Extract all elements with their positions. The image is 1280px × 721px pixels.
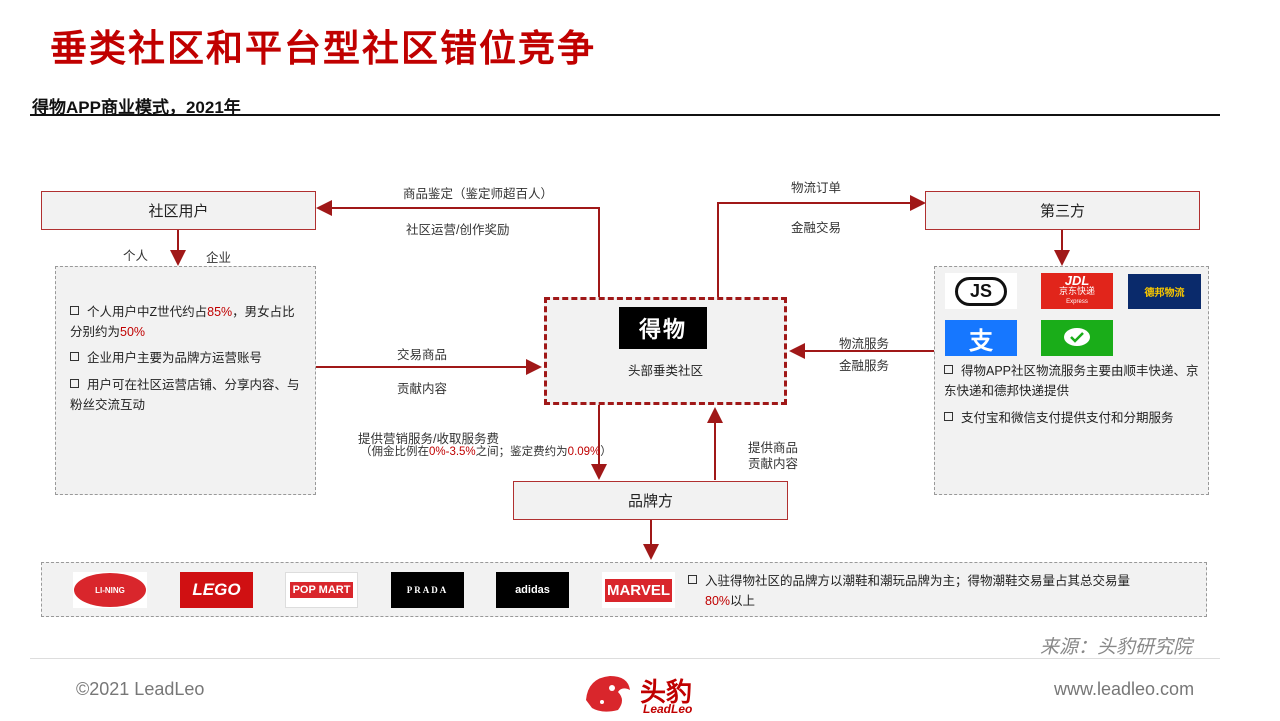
label-logistics-service: 物流服务 <box>839 337 890 351</box>
node-brand: 品牌方 <box>513 481 788 520</box>
footer-logo-subtext: LeadLeo <box>643 702 693 716</box>
label-provide-goods: 提供商品 <box>748 441 799 455</box>
user-bullet-3: 用户可在社区运营店铺、分享内容、与粉丝交流互动 <box>70 378 300 412</box>
label-marketing-service: 提供营销服务/收取服务费 <box>358 432 499 446</box>
leadleo-leopard-icon <box>582 670 634 716</box>
third-party-bullet-1: 得物APP社区物流服务主要由顺丰快递、京东快递和德邦快递提供 <box>944 364 1199 398</box>
user-bullet-2: 企业用户主要为品牌方运营账号 <box>70 348 305 368</box>
label-trade-goods: 交易商品 <box>397 348 448 362</box>
label-commission: （佣金比例在0%-3.5%之间；鉴定费约为0.09%） <box>360 446 612 458</box>
footer-logo-text: 头豹 <box>640 677 693 707</box>
copyright: ©2021 LeadLeo <box>76 679 205 699</box>
page-subtitle: 得物APP商业模式，2021年 <box>32 98 241 117</box>
source-note: 来源：头豹研究院 <box>1040 637 1193 658</box>
js-express-logo: JS <box>945 273 1017 309</box>
dewu-logo: 得物 <box>619 307 707 349</box>
node-center-platform <box>544 297 787 405</box>
third-party-bullet-2: 支付宝和微信支付提供支付和分期服务 <box>944 408 1206 428</box>
label-enterprise: 企业 <box>206 251 232 265</box>
page-title: 垂类社区和平台型社区错位竞争 <box>50 28 596 69</box>
user-bullet-1: 个人用户中Z世代约占85%，男女占比分别约为50% <box>70 305 295 339</box>
arrow-center-to-third-party <box>717 195 926 297</box>
wechat-pay-icon <box>1064 328 1090 346</box>
label-brand-contribute: 贡献内容 <box>748 457 799 471</box>
center-label: 头部垂类社区 <box>627 364 703 378</box>
label-contribute-content: 贡献内容 <box>397 382 448 396</box>
deppon-logo: 德邦物流 <box>1128 274 1201 309</box>
node-community-users: 社区用户 <box>41 191 316 230</box>
alipay-logo: 支 <box>945 320 1017 356</box>
lego-logo: LEGO <box>180 572 253 608</box>
label-logistics-order: 物流订单 <box>791 181 842 195</box>
marvel-logo: MARVEL <box>602 572 675 608</box>
wechat-pay-logo <box>1041 320 1113 356</box>
lining-logo: LI-NING <box>73 572 147 608</box>
label-appraisal: 商品鉴定（鉴定师超百人） <box>403 187 554 201</box>
footer-divider <box>30 658 1220 659</box>
label-personal: 个人 <box>123 249 149 263</box>
user-panel <box>55 266 316 495</box>
adidas-logo: adidas <box>496 572 569 608</box>
jdl-logo: JDL 京东快递 Express <box>1041 273 1113 309</box>
popmart-logo: POP MART <box>285 572 358 608</box>
label-finance-trade: 金融交易 <box>791 221 842 235</box>
label-finance-service: 金融服务 <box>839 359 890 373</box>
node-third-party: 第三方 <box>925 191 1200 230</box>
prada-logo: PRADA <box>391 572 464 608</box>
website-link[interactable]: www.leadleo.com <box>1054 679 1195 699</box>
arrow-center-to-users <box>316 200 600 297</box>
label-ops-reward: 社区运营/创作奖励 <box>406 223 510 237</box>
subtitle-divider <box>30 114 1220 116</box>
